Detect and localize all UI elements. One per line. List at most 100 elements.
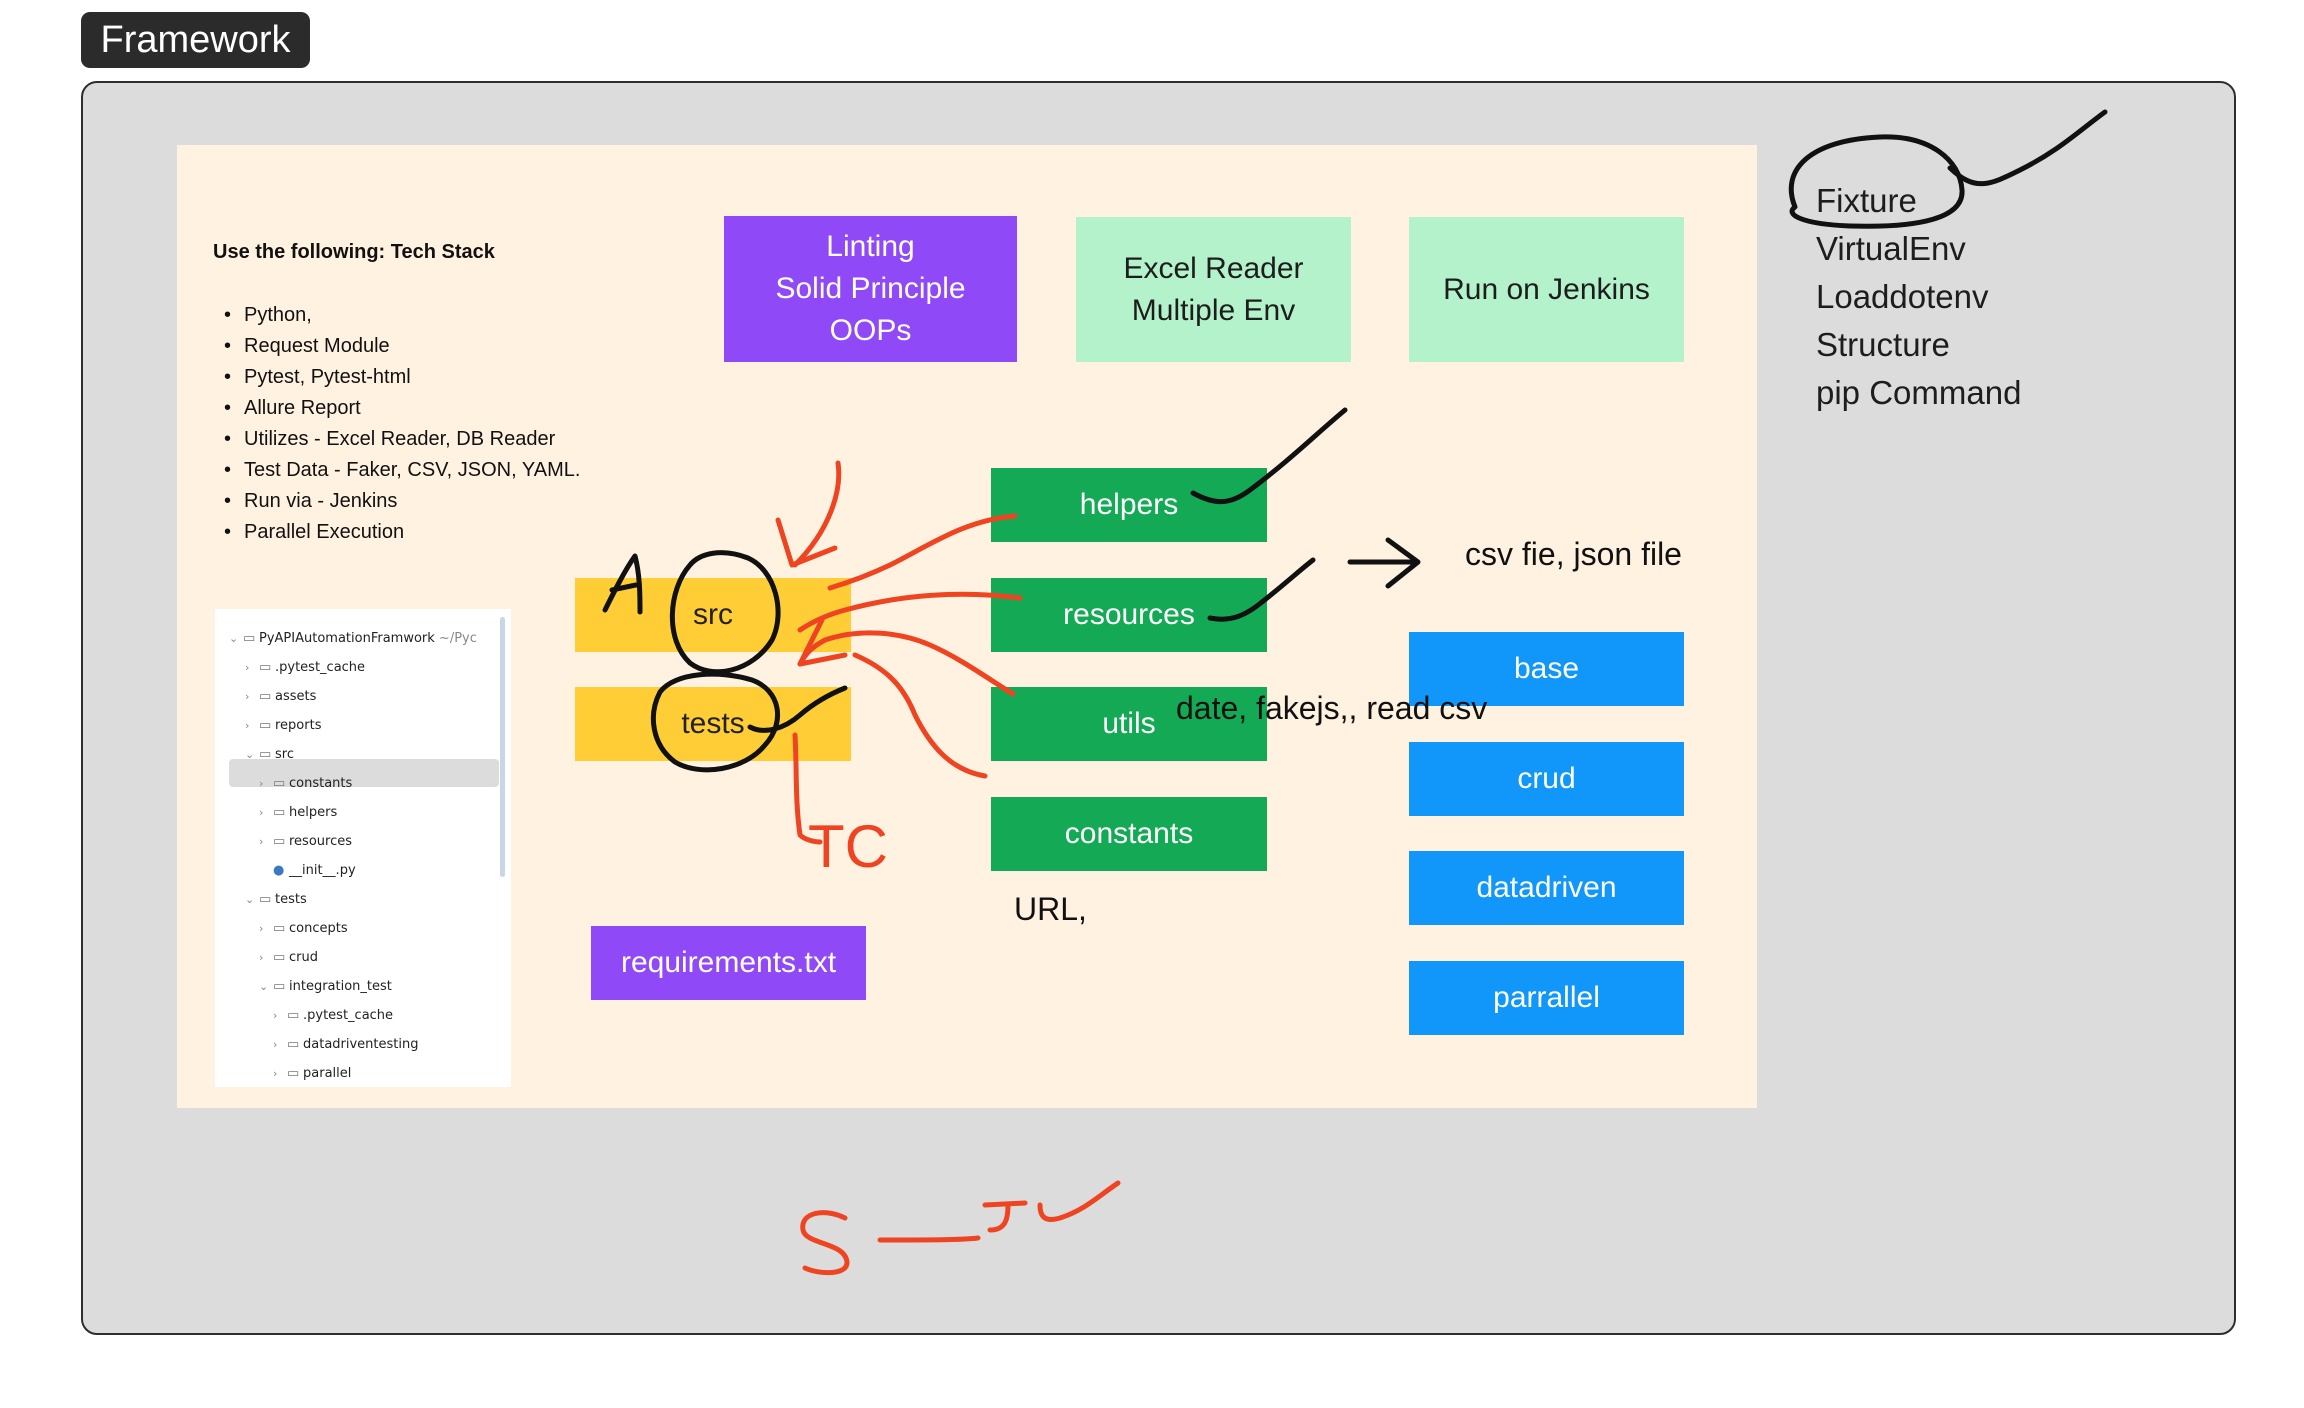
parrallel-box-text: parrallel (1493, 981, 1600, 1014)
chevron-right-icon[interactable]: › (245, 690, 250, 703)
chevron-right-icon[interactable]: › (273, 1067, 278, 1080)
utils-annotation: date, fakejs,, read csv (1176, 690, 1488, 726)
tree-label: resources (289, 834, 353, 849)
chevron-right-icon[interactable]: › (259, 922, 264, 935)
tech-stack-heading: Use the following: Tech Stack (213, 241, 495, 263)
side-item: Loaddotenv (1816, 278, 1989, 315)
project-tree-screenshot: ⌄▭PyAPIAutomationFramwork ~/Pyc ›▭.pytes… (215, 609, 511, 1087)
crud-box-text: crud (1517, 762, 1576, 795)
linting-note-text: Linting Solid Principle OOPs (775, 230, 966, 347)
chevron-right-icon[interactable]: › (273, 1038, 278, 1051)
datadriven-box[interactable]: datadriven (1409, 851, 1684, 925)
chevron-down-icon[interactable]: ⌄ (245, 748, 255, 761)
list-item: Pytest, Pytest-html (224, 362, 604, 393)
tree-row[interactable]: › ▭assets (245, 683, 316, 711)
src-box-text: src (693, 598, 733, 631)
chevron-right-icon[interactable]: › (259, 835, 264, 848)
side-item: Structure (1816, 326, 1950, 363)
folder-icon: ▭ (259, 660, 272, 675)
list-item: Request Module (224, 331, 604, 362)
chevron-right-icon[interactable]: › (273, 1009, 278, 1022)
tests-box[interactable]: tests (575, 687, 851, 761)
chevron-down-icon[interactable]: ⌄ (229, 632, 239, 645)
tree-row-root[interactable]: ⌄▭PyAPIAutomationFramwork ~/Pyc (229, 625, 477, 653)
folder-icon: ▭ (287, 1037, 300, 1052)
tree-path: ~/Pyc (438, 631, 477, 646)
src-box[interactable]: src (575, 578, 851, 652)
chevron-down-icon[interactable]: ⌄ (245, 893, 255, 906)
tree-label: __init__.py (289, 863, 356, 878)
folder-icon: ▭ (259, 718, 272, 733)
folder-icon: ▭ (259, 747, 272, 762)
tree-row[interactable]: ›▭.pytest_cache (273, 1002, 393, 1030)
chevron-right-icon[interactable]: › (245, 661, 250, 674)
tree-row[interactable]: ⌄ ▭src (245, 741, 294, 769)
side-item: VirtualEnv (1816, 230, 1966, 267)
tree-label: .pytest_cache (303, 1008, 394, 1023)
tree-label: concepts (289, 921, 348, 936)
list-item: Test Data - Faker, CSV, JSON, YAML. (224, 455, 604, 486)
tree-label: datadriventesting (303, 1037, 419, 1052)
tech-stack-list: Python, Request Module Pytest, Pytest-ht… (222, 300, 604, 548)
crud-box[interactable]: crud (1409, 742, 1684, 816)
tree-row[interactable]: › ▭helpers (259, 799, 337, 827)
chevron-right-icon[interactable]: › (259, 777, 264, 790)
utils-box[interactable]: utils (991, 687, 1267, 761)
list-item: Allure Report (224, 393, 604, 424)
resources-box[interactable]: resources (991, 578, 1267, 652)
tree-label: parallel (303, 1066, 352, 1081)
folder-icon: ▭ (273, 834, 286, 849)
tree-row[interactable]: ⌄▭tests (245, 886, 307, 914)
tree-label: constants (289, 776, 353, 791)
helpers-box-text: helpers (1079, 488, 1179, 521)
list-item: Utilizes - Excel Reader, DB Reader (224, 424, 604, 455)
folder-icon: ▭ (273, 805, 286, 820)
tree-label: crud (289, 950, 318, 965)
tree-row[interactable]: ›▭constants (259, 770, 352, 798)
folder-icon: ▭ (259, 689, 272, 704)
chevron-right-icon[interactable]: › (245, 719, 250, 732)
requirements-box-text: requirements.txt (620, 946, 837, 979)
tree-row[interactable]: › ▭datadriventesting (273, 1031, 419, 1059)
base-box-text: base (1513, 652, 1580, 685)
tree-label: helpers (289, 805, 338, 820)
tree-label: src (275, 747, 294, 762)
chevron-right-icon[interactable]: › (259, 951, 264, 964)
helpers-box[interactable]: helpers (991, 468, 1267, 542)
chevron-right-icon[interactable]: › (259, 806, 264, 819)
tree-row[interactable]: › ▭parallel (273, 1060, 351, 1087)
tree-scrollbar[interactable] (500, 617, 505, 877)
tree-label: assets (275, 689, 317, 704)
tree-row[interactable]: › ▭.pytest_cache (245, 654, 365, 682)
folder-icon: ▭ (243, 631, 256, 646)
excel-reader-note-text: Excel Reader Multiple Env (1123, 251, 1304, 327)
tree-row[interactable]: ›▭reports (245, 712, 321, 740)
folder-icon: ▭ (273, 921, 286, 936)
side-checklist: Fixture VirtualEnv Loaddotenv Structure … (1816, 177, 2021, 417)
folder-icon: ▭ (259, 892, 272, 907)
tree-row[interactable]: › ▭concepts (259, 915, 348, 943)
linting-note[interactable]: Linting Solid Principle OOPs (724, 216, 1017, 362)
list-item: Python, (224, 300, 604, 331)
tree-label: .pytest_cache (275, 660, 366, 675)
constants-box[interactable]: constants (991, 797, 1267, 871)
list-item: Run via - Jenkins (224, 486, 604, 517)
chevron-down-icon[interactable]: ⌄ (259, 980, 269, 993)
resources-box-text: resources (1063, 598, 1195, 631)
base-box[interactable]: base (1409, 632, 1684, 706)
jenkins-note[interactable]: Run on Jenkins (1409, 217, 1684, 362)
tree-label: integration_test (289, 979, 392, 994)
list-item: Parallel Execution (224, 517, 604, 548)
jenkins-note-text: Run on Jenkins (1443, 272, 1650, 306)
folder-icon: ▭ (287, 1066, 300, 1081)
tree-row[interactable]: ⌄▭integration_test (259, 973, 392, 1001)
tree-row[interactable]: ›▭crud (259, 944, 318, 972)
requirements-box[interactable]: requirements.txt (591, 926, 866, 1000)
excel-reader-note[interactable]: Excel Reader Multiple Env (1076, 217, 1351, 362)
python-file-icon: ● (273, 863, 285, 878)
tree-row[interactable]: ● __init__.py (273, 857, 356, 885)
parrallel-box[interactable]: parrallel (1409, 961, 1684, 1035)
frame-title[interactable]: Framework (81, 12, 310, 68)
side-item: Fixture (1816, 182, 1917, 219)
tree-row[interactable]: › ▭resources (259, 828, 352, 856)
